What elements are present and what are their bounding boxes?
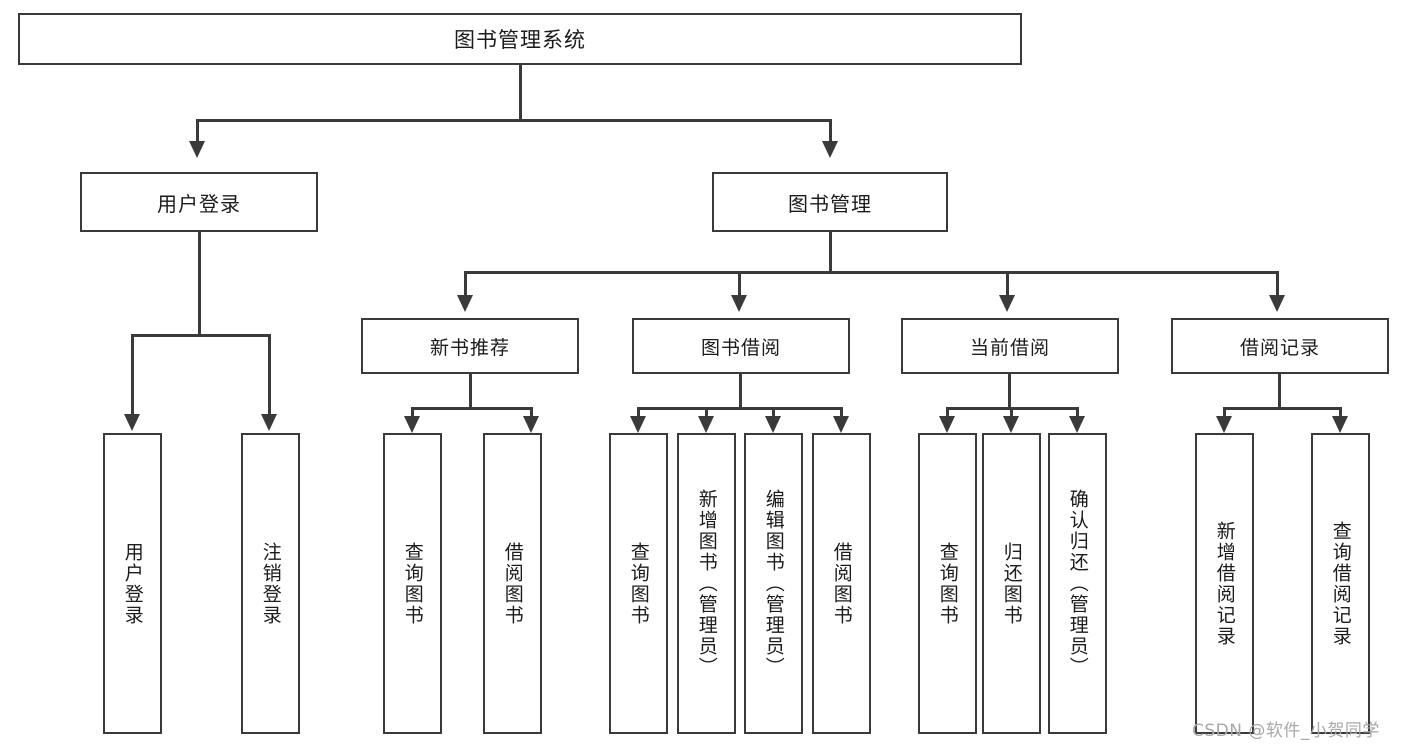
node-label: 借阅记录 xyxy=(1239,336,1320,359)
node-label: 图书管理 xyxy=(788,191,872,216)
leaf-borrow-record-query[interactable]: 查询借阅记录 xyxy=(1311,433,1370,734)
connector-root-stem xyxy=(519,65,522,120)
arrowhead-leaf-new-book-2 xyxy=(523,416,539,433)
node-label: 用户登录 xyxy=(157,191,241,216)
connector-book-borrow-drop-2 xyxy=(705,407,708,419)
arrowhead-leaf-book-borrow-1 xyxy=(630,416,646,433)
connector-root-drop-right xyxy=(829,119,832,143)
leaf-label: 新增图书（管理员） xyxy=(695,489,718,678)
connector-current-borrow-drop-2 xyxy=(1010,407,1013,419)
connector-book-mgmt-drop-4 xyxy=(1276,271,1279,297)
leaf-label: 借阅图书 xyxy=(830,541,853,626)
node-label: 图书管理系统 xyxy=(454,28,586,52)
leaf-label: 查询图书 xyxy=(401,541,424,626)
connector-current-borrow-stem xyxy=(1008,374,1011,410)
node-book-management[interactable]: 图书管理 xyxy=(712,172,948,232)
node-label: 图书借阅 xyxy=(700,336,781,359)
connector-book-borrow-drop-3 xyxy=(772,407,775,419)
arrowhead-leaf-user-login-2 xyxy=(261,414,277,431)
leaf-new-book-query[interactable]: 查询图书 xyxy=(383,433,442,734)
node-label: 新书推荐 xyxy=(429,336,510,359)
leaf-current-borrow-return[interactable]: 归还图书 xyxy=(982,433,1041,734)
connector-book-mgmt-drop-2 xyxy=(738,271,741,297)
connector-borrow-record-stem xyxy=(1278,374,1281,410)
connector-new-book-bus xyxy=(411,407,533,410)
connector-borrow-record-drop-2 xyxy=(1339,407,1342,419)
leaf-label: 注销登录 xyxy=(259,541,282,626)
leaf-book-borrow-borrow[interactable]: 借阅图书 xyxy=(812,433,871,734)
connector-book-mgmt-stem xyxy=(829,232,832,274)
arrowhead-book-borrow xyxy=(731,295,747,312)
leaf-user-login-logout[interactable]: 注销登录 xyxy=(241,433,300,734)
leaf-borrow-record-add[interactable]: 新增借阅记录 xyxy=(1195,433,1254,734)
connector-user-login-drop-1 xyxy=(131,334,134,416)
node-current-borrow[interactable]: 当前借阅 xyxy=(901,318,1119,374)
leaf-book-borrow-query[interactable]: 查询图书 xyxy=(609,433,668,734)
node-label: 当前借阅 xyxy=(969,336,1050,359)
connector-book-mgmt-drop-1 xyxy=(464,271,467,297)
connector-book-borrow-drop-1 xyxy=(637,407,640,419)
connector-new-book-drop-1 xyxy=(411,407,414,419)
connector-user-login-bus xyxy=(131,334,270,337)
arrowhead-leaf-borrow-record-2 xyxy=(1332,416,1348,433)
arrowhead-borrow-record xyxy=(1269,295,1285,312)
arrowhead-new-book-recommend xyxy=(457,295,473,312)
node-new-book-recommend[interactable]: 新书推荐 xyxy=(361,318,579,374)
connector-new-book-stem xyxy=(469,374,472,410)
leaf-label: 借阅图书 xyxy=(501,541,524,626)
arrowhead-leaf-new-book-1 xyxy=(404,416,420,433)
connector-book-mgmt-drop-3 xyxy=(1006,271,1009,297)
arrowhead-leaf-current-borrow-2 xyxy=(1003,416,1019,433)
leaf-label: 归还图书 xyxy=(1000,541,1023,626)
arrowhead-user-login xyxy=(189,141,205,158)
arrowhead-leaf-book-borrow-4 xyxy=(833,416,849,433)
leaf-label: 确认归还（管理员） xyxy=(1066,489,1089,678)
connector-root-drop-left xyxy=(196,119,199,143)
leaf-label: 新增借阅记录 xyxy=(1213,520,1236,647)
arrowhead-leaf-user-login-1 xyxy=(124,414,140,431)
connector-user-login-stem xyxy=(198,232,201,336)
connector-current-borrow-drop-1 xyxy=(946,407,949,419)
node-book-borrow[interactable]: 图书借阅 xyxy=(632,318,850,374)
arrowhead-leaf-book-borrow-3 xyxy=(765,416,781,433)
leaf-label: 查询图书 xyxy=(627,541,650,626)
leaf-current-borrow-confirm[interactable]: 确认归还（管理员） xyxy=(1048,433,1107,734)
leaf-label: 编辑图书（管理员） xyxy=(762,489,785,678)
arrowhead-leaf-book-borrow-2 xyxy=(698,416,714,433)
arrowhead-leaf-current-borrow-1 xyxy=(939,416,955,433)
node-borrow-record[interactable]: 借阅记录 xyxy=(1171,318,1389,374)
arrowhead-leaf-current-borrow-3 xyxy=(1069,416,1085,433)
connector-borrow-record-drop-1 xyxy=(1223,407,1226,419)
arrowhead-current-borrow xyxy=(999,295,1015,312)
leaf-book-borrow-edit[interactable]: 编辑图书（管理员） xyxy=(744,433,803,734)
connector-user-login-drop-2 xyxy=(268,334,271,416)
node-user-login[interactable]: 用户登录 xyxy=(80,172,318,232)
connector-book-mgmt-bus xyxy=(464,271,1279,274)
arrowhead-book-management xyxy=(822,141,838,158)
leaf-book-borrow-add[interactable]: 新增图书（管理员） xyxy=(677,433,736,734)
watermark-text: CSDN @软件_小贺同学 xyxy=(1192,721,1380,741)
node-root-system[interactable]: 图书管理系统 xyxy=(18,13,1022,65)
connector-book-borrow-stem xyxy=(739,374,742,410)
leaf-label: 用户登录 xyxy=(121,541,144,626)
connector-book-borrow-bus xyxy=(637,407,843,410)
connector-borrow-record-bus xyxy=(1223,407,1342,410)
connector-current-borrow-drop-3 xyxy=(1076,407,1079,419)
connector-new-book-drop-2 xyxy=(530,407,533,419)
arrowhead-leaf-borrow-record-1 xyxy=(1216,416,1232,433)
leaf-user-login-login[interactable]: 用户登录 xyxy=(103,433,162,734)
connector-book-borrow-drop-4 xyxy=(840,407,843,419)
leaf-label: 查询图书 xyxy=(936,541,959,626)
leaf-new-book-borrow[interactable]: 借阅图书 xyxy=(483,433,542,734)
leaf-current-borrow-query[interactable]: 查询图书 xyxy=(918,433,977,734)
connector-root-bus xyxy=(196,119,832,122)
leaf-label: 查询借阅记录 xyxy=(1329,520,1352,647)
